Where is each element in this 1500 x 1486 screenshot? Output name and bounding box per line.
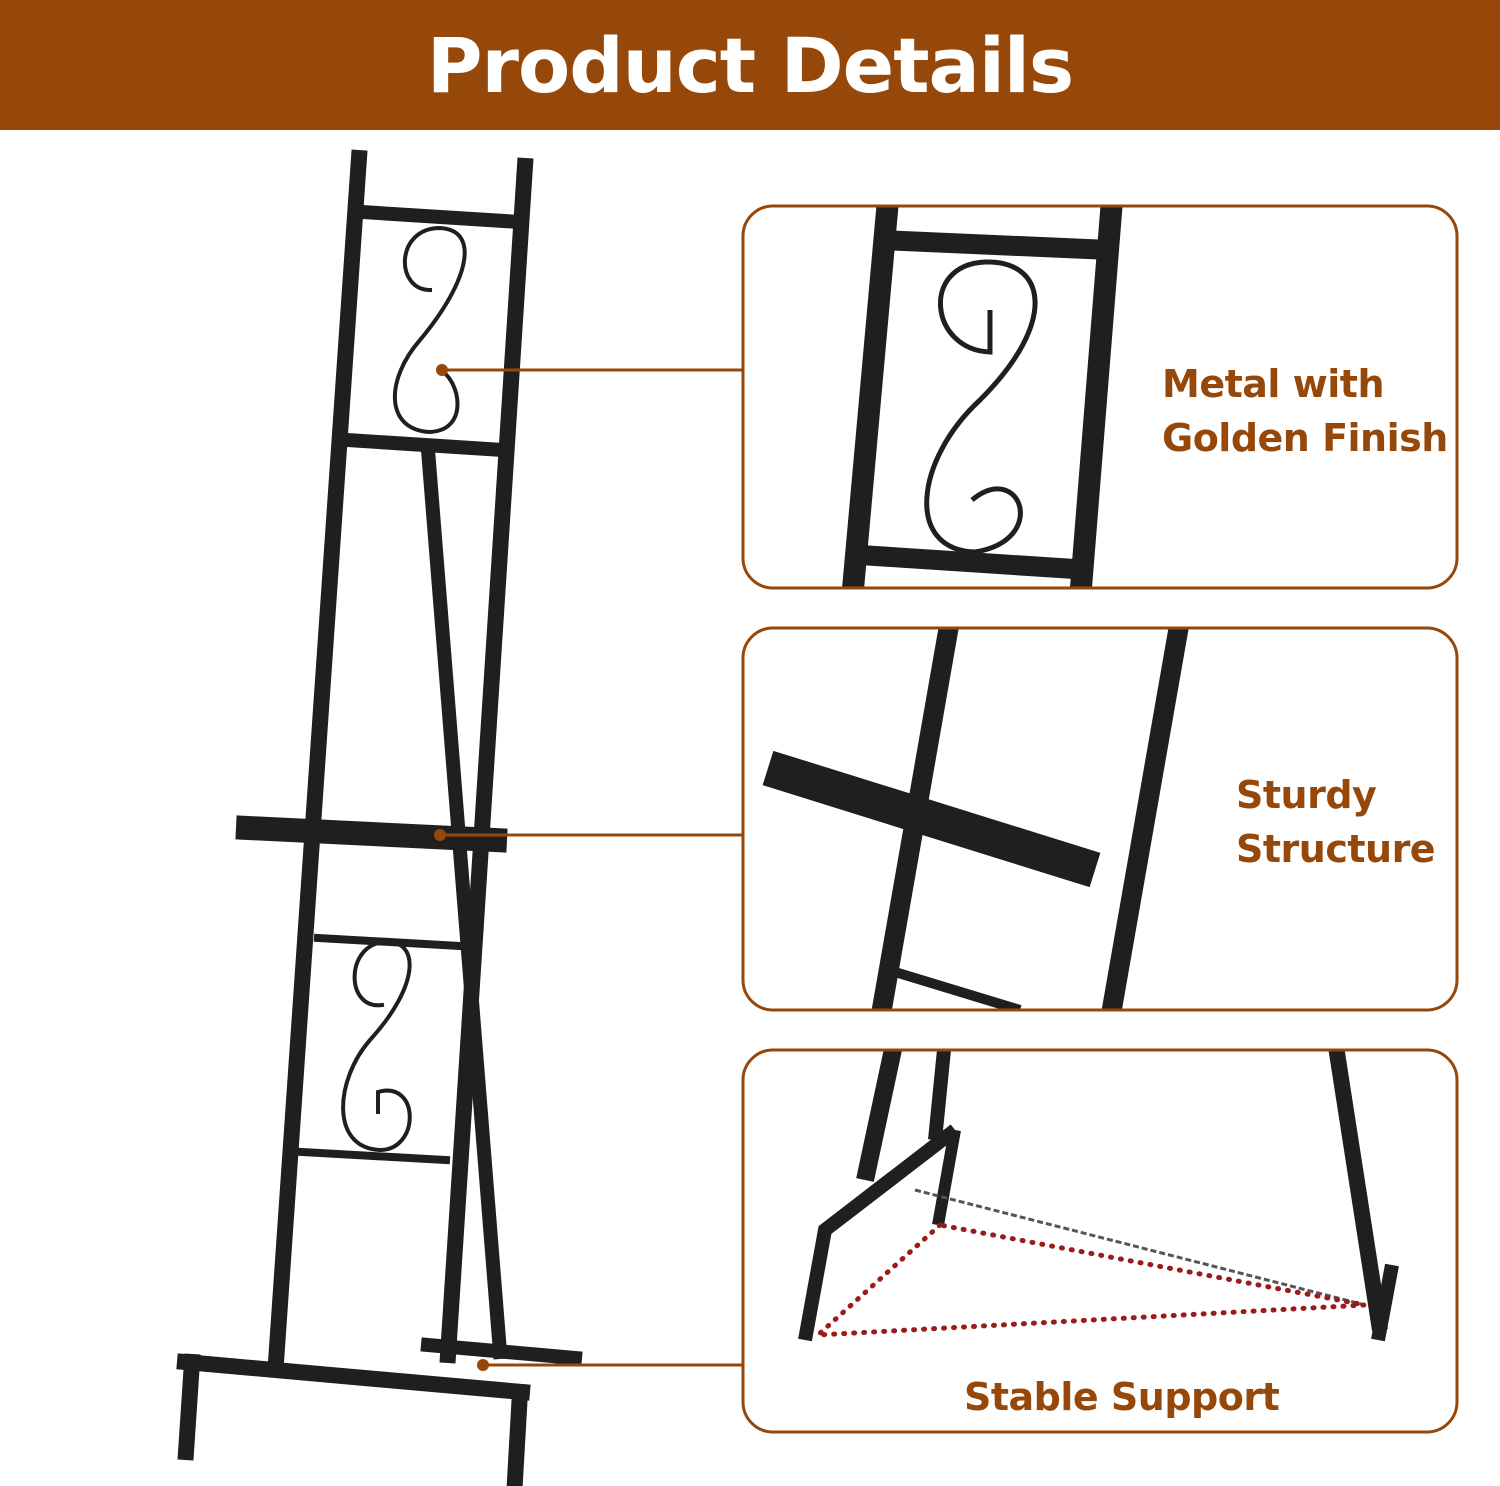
scroll-bottom <box>341 939 412 1153</box>
base-left-foot <box>177 1353 201 1461</box>
easel-left-leg <box>267 149 368 1371</box>
feature-text: Structure <box>1236 827 1436 871</box>
base-front <box>176 1353 531 1401</box>
detail-base-panel-art <box>798 1050 1399 1342</box>
feature-label-structure: Sturdy Structure <box>1236 768 1436 876</box>
connector-dot <box>436 364 448 376</box>
base-right-foot <box>506 1383 529 1486</box>
connector-lines <box>440 368 743 1367</box>
shelf <box>235 815 508 853</box>
feature-panel-2 <box>741 626 1459 1012</box>
lower-crossbar-bottom <box>297 1147 451 1165</box>
feature-panel-3 <box>741 1048 1459 1434</box>
easel-full-view <box>176 149 583 1486</box>
top-crossbar <box>354 204 528 230</box>
detail-scroll-panel-art <box>841 206 1123 588</box>
connector-dot <box>434 829 446 841</box>
feature-panel-1 <box>741 204 1459 590</box>
chain <box>914 1188 1366 1307</box>
scroll-top <box>392 225 467 435</box>
feature-text: Metal with <box>1162 362 1384 406</box>
easel-back-leg <box>420 442 508 1360</box>
detail-shelf-panel-art <box>762 628 1190 1010</box>
rear-foot <box>420 1337 583 1366</box>
mid-crossbar <box>339 432 510 458</box>
feature-text: Sturdy <box>1236 773 1377 817</box>
feature-label-support: Stable Support <box>964 1370 1280 1424</box>
feature-text: Stable Support <box>964 1375 1280 1419</box>
easel-right-leg <box>439 157 534 1364</box>
header-banner: Product Details <box>0 0 1500 130</box>
support-triangle <box>811 1222 1366 1338</box>
feature-text: Golden Finish <box>1162 416 1448 460</box>
connector-dot <box>477 1359 489 1371</box>
page-title: Product Details <box>426 20 1074 110</box>
feature-label-finish: Metal with Golden Finish <box>1162 357 1448 465</box>
